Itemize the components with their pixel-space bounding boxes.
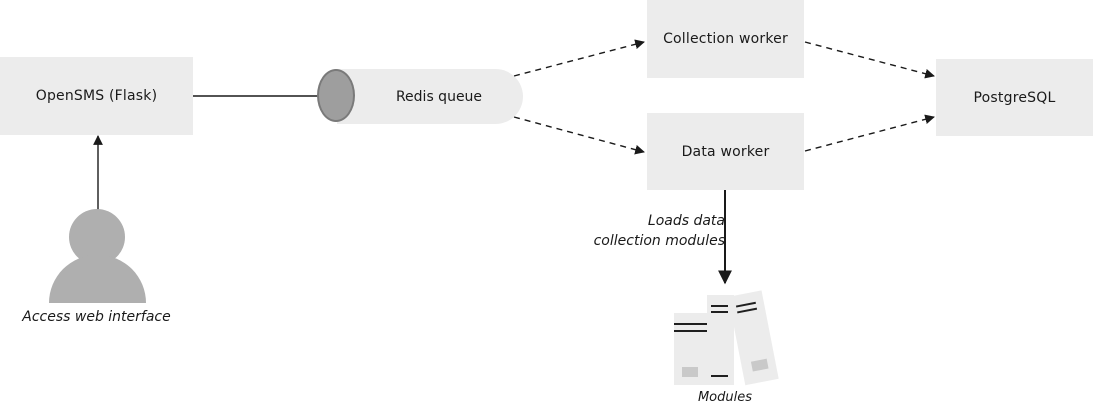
loads-label-line1: Loads data — [647, 213, 725, 229]
access-web-interface-label: Access web interface — [22, 309, 171, 325]
modules-label: Modules — [697, 390, 753, 405]
opensms-node: OpenSMS (Flask) — [0, 57, 193, 135]
arrow-collection-to-postgres — [804, 41, 935, 79]
data-worker-node: Data worker — [647, 113, 804, 190]
data-worker-label: Data worker — [681, 143, 770, 160]
redis-queue-node — [337, 69, 523, 124]
arrow-data-to-postgres — [804, 114, 935, 152]
redis-queue-label: Redis queue — [395, 88, 483, 105]
loads-modules-label: Loads data collection modules — [575, 211, 725, 251]
arrow-redis-to-collection — [513, 39, 645, 77]
postgres-node: PostgreSQL — [936, 59, 1093, 136]
queue-cylinder-icon — [317, 69, 355, 122]
arrow-redis-to-data — [513, 116, 645, 155]
book-middle — [707, 295, 734, 385]
collection-worker-label: Collection worker — [663, 31, 788, 47]
loads-label-line2: collection modules — [593, 233, 725, 249]
postgres-label: PostgreSQL — [973, 89, 1056, 106]
opensms-label: OpenSMS (Flask) — [35, 88, 158, 104]
book-left — [674, 313, 707, 385]
collection-worker-node: Collection worker — [647, 0, 804, 78]
